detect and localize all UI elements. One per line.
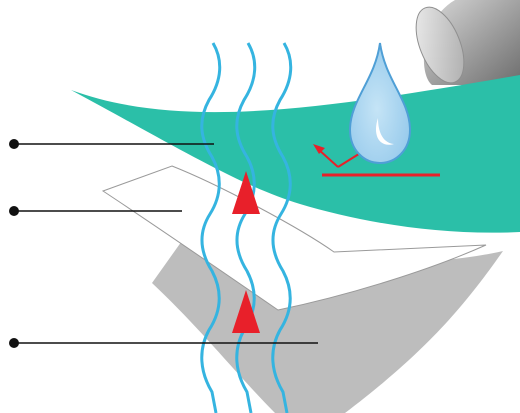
water-droplet-icon — [350, 43, 410, 163]
roller-cylinder-icon — [406, 0, 520, 90]
